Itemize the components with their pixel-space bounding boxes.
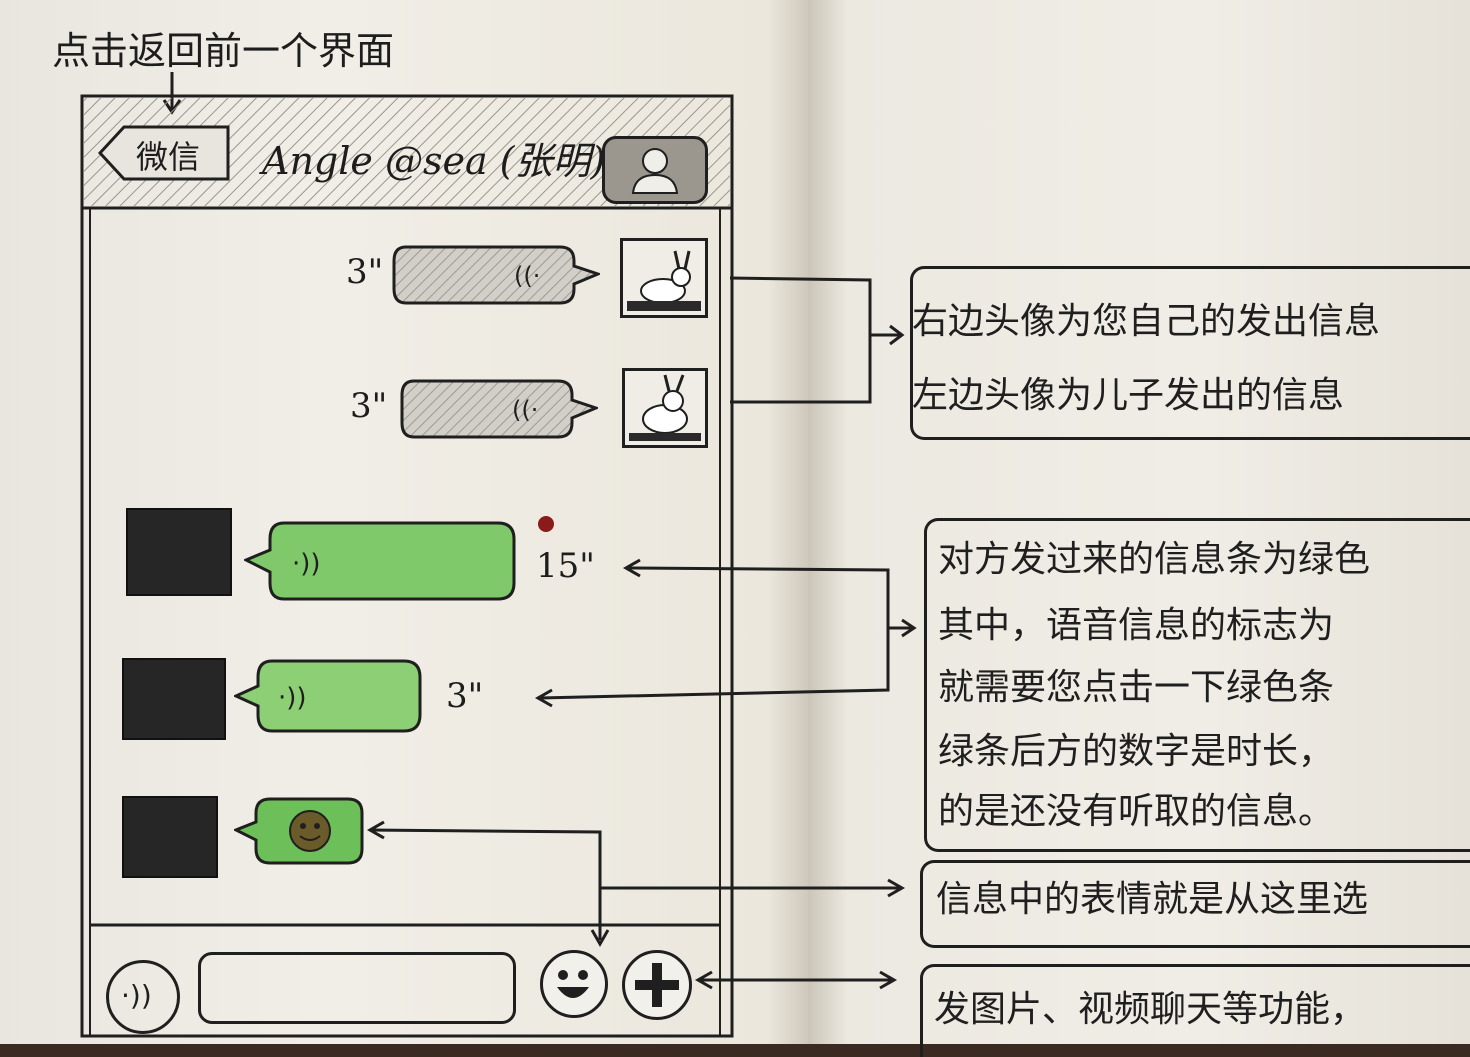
green-note-box [924, 518, 1470, 852]
rabbit-icon [629, 374, 701, 441]
voice-message-bubble[interactable]: ((· [392, 244, 600, 306]
emoji-button[interactable] [540, 950, 608, 1018]
plus-note-text: 发图片、视频聊天等功能， [934, 989, 1367, 1030]
message-duration: 3" [350, 386, 388, 426]
chat-title: Angle @sea (张明) [262, 139, 606, 183]
message-duration: 3" [446, 676, 484, 716]
smiley-icon [557, 970, 589, 998]
bubble-shape: ((· [400, 379, 598, 439]
message-duration: 15" [536, 546, 595, 586]
self-avatar[interactable] [622, 368, 708, 448]
avatar-note-line: 右边头像为您自己的发出信息 [912, 301, 1381, 342]
contact-avatar[interactable] [122, 796, 218, 878]
notebook-right-page [808, 0, 1470, 1044]
smiley-icon [289, 810, 331, 852]
plus-note-box [920, 964, 1470, 1057]
voice-message-bubble[interactable]: ·)) [234, 658, 422, 734]
back-button[interactable]: 微信 [98, 124, 230, 182]
voice-message-bubble[interactable]: ((· [400, 378, 598, 440]
message-input[interactable] [198, 952, 516, 1024]
emoji-message-bubble[interactable] [234, 796, 364, 866]
voice-message-bubble[interactable]: ·)) [244, 520, 516, 602]
message-duration: 3" [346, 252, 384, 292]
contact-avatar[interactable] [126, 508, 232, 596]
green-note-line: 的是还没有听取的信息。 [938, 791, 1335, 832]
avatar-note-line: 左边头像为儿子发出的信息 [912, 375, 1345, 416]
contact-avatar[interactable] [122, 658, 226, 740]
bubble-shape [234, 797, 364, 865]
emoji-note-box [920, 860, 1470, 948]
plus-button[interactable] [622, 950, 692, 1020]
bubble-shape: ·)) [244, 521, 516, 601]
self-avatar[interactable] [620, 238, 708, 318]
profile-button[interactable] [602, 136, 708, 204]
back-button-label: 微信 [136, 138, 201, 176]
voice-wave-icon: ·)) [292, 549, 321, 579]
voice-input-button[interactable]: ·)) [106, 960, 180, 1034]
rabbit-icon [627, 250, 701, 311]
voice-wave-icon: ((· [514, 262, 540, 290]
avatar-note-box [910, 266, 1470, 440]
green-note-line: 其中，语音信息的标志为 [938, 605, 1335, 646]
unread-dot [538, 516, 554, 532]
green-note-line: 对方发过来的信息条为绿色 [938, 539, 1371, 580]
bubble-shape: ((· [392, 245, 600, 305]
green-note-line: 就需要您点击一下绿色条 [938, 667, 1335, 708]
back-button-shape [98, 125, 230, 181]
voice-wave-icon: ·)) [278, 683, 307, 713]
bubble-shape: ·)) [234, 659, 422, 733]
voice-wave-icon: ((· [512, 396, 538, 424]
person-icon [631, 148, 679, 194]
voice-wave-icon: ·)) [121, 979, 152, 1012]
emoji-note-text: 信息中的表情就是从这里选 [936, 879, 1369, 920]
back-annotation: 点击返回前一个界面 [52, 29, 395, 73]
green-note-line: 绿条后方的数字是时长， [938, 731, 1335, 772]
plus-icon [635, 963, 679, 1007]
